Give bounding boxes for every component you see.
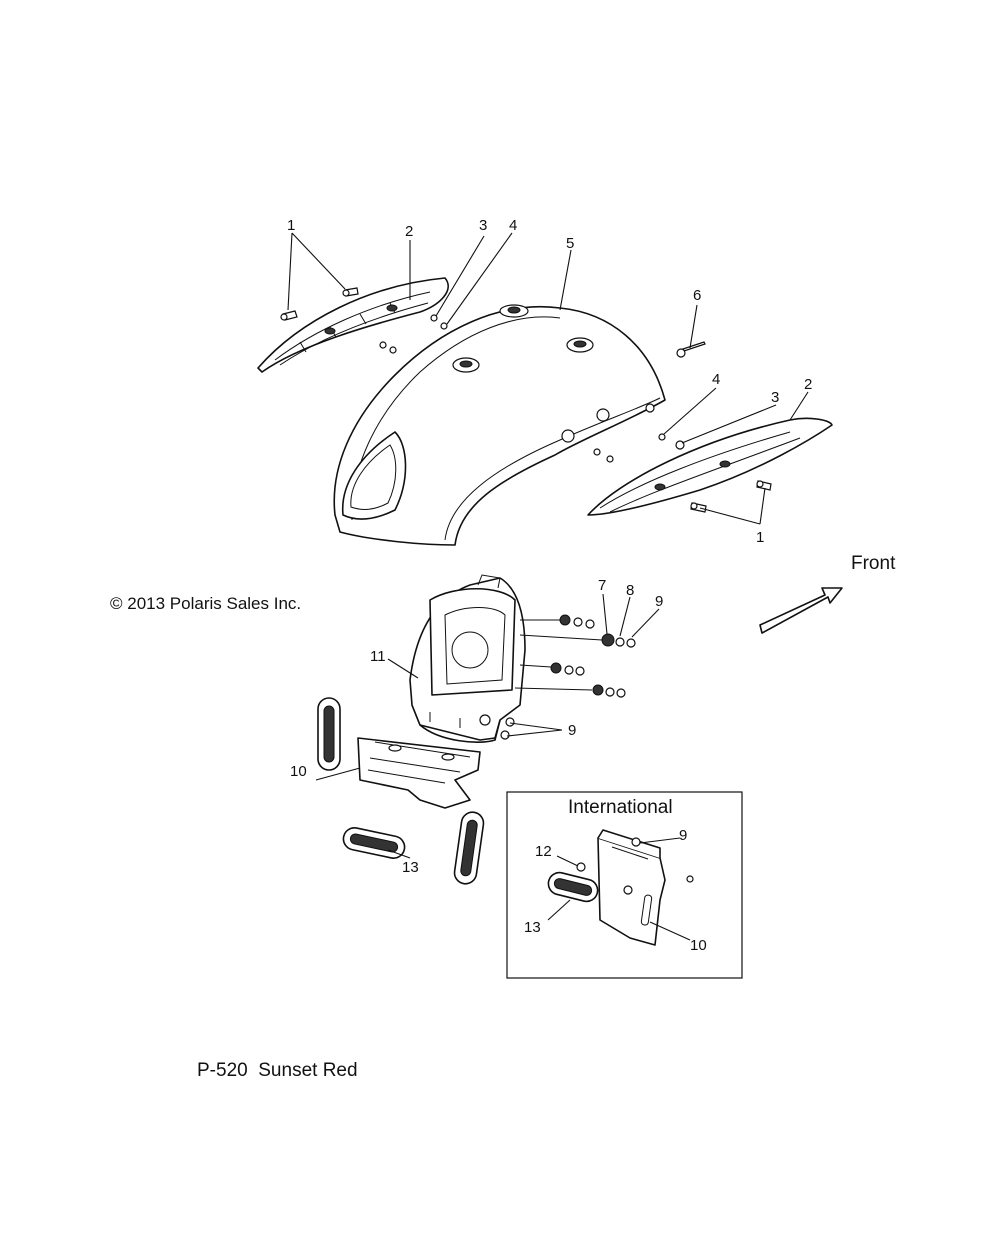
- callout: 4: [712, 371, 720, 388]
- international-inset: [506, 791, 743, 979]
- plate-mount: [357, 737, 481, 809]
- callout: 8: [626, 582, 634, 599]
- fender-trim-left: [257, 277, 449, 373]
- callout: 1: [287, 217, 295, 234]
- footer-caption: P-520 Sunset Red: [197, 1060, 358, 1081]
- callout: 10: [690, 937, 707, 954]
- callout: 7: [598, 577, 606, 594]
- callout: 1: [756, 529, 764, 546]
- copyright-notice: © 2013 Polaris Sales Inc.: [110, 594, 301, 613]
- callout: 9: [679, 827, 687, 844]
- callout-numbers: 1 2 3 4 5 6 4 3 2 1 7 8 9 11 9 10 13 9 1…: [287, 217, 812, 954]
- callout: 3: [771, 389, 779, 406]
- front-arrow-icon: [759, 587, 843, 634]
- callout: 2: [804, 376, 812, 393]
- upper-hardware: [280, 287, 772, 513]
- callout: 4: [509, 217, 517, 234]
- callout: 13: [524, 919, 541, 936]
- callout: 12: [535, 843, 552, 860]
- callout: 11: [370, 648, 386, 665]
- callout: 13: [402, 859, 419, 876]
- license-bracket: [409, 574, 526, 743]
- rear-fender: [333, 304, 666, 546]
- lower-leaders: [315, 593, 660, 859]
- callout: 9: [655, 593, 663, 610]
- callout: 10: [290, 763, 307, 780]
- callout: 2: [405, 223, 413, 240]
- callout: 5: [566, 235, 574, 252]
- callout: 3: [479, 217, 487, 234]
- upper-leaders: [287, 232, 809, 525]
- reflectors: [317, 697, 485, 885]
- callout: 9: [568, 722, 576, 739]
- callout: 6: [693, 287, 701, 304]
- fender-trim-right: [587, 417, 833, 516]
- bracket-hardware: [500, 614, 636, 740]
- inset-title: International: [568, 797, 673, 818]
- front-direction-label: Front: [851, 553, 896, 574]
